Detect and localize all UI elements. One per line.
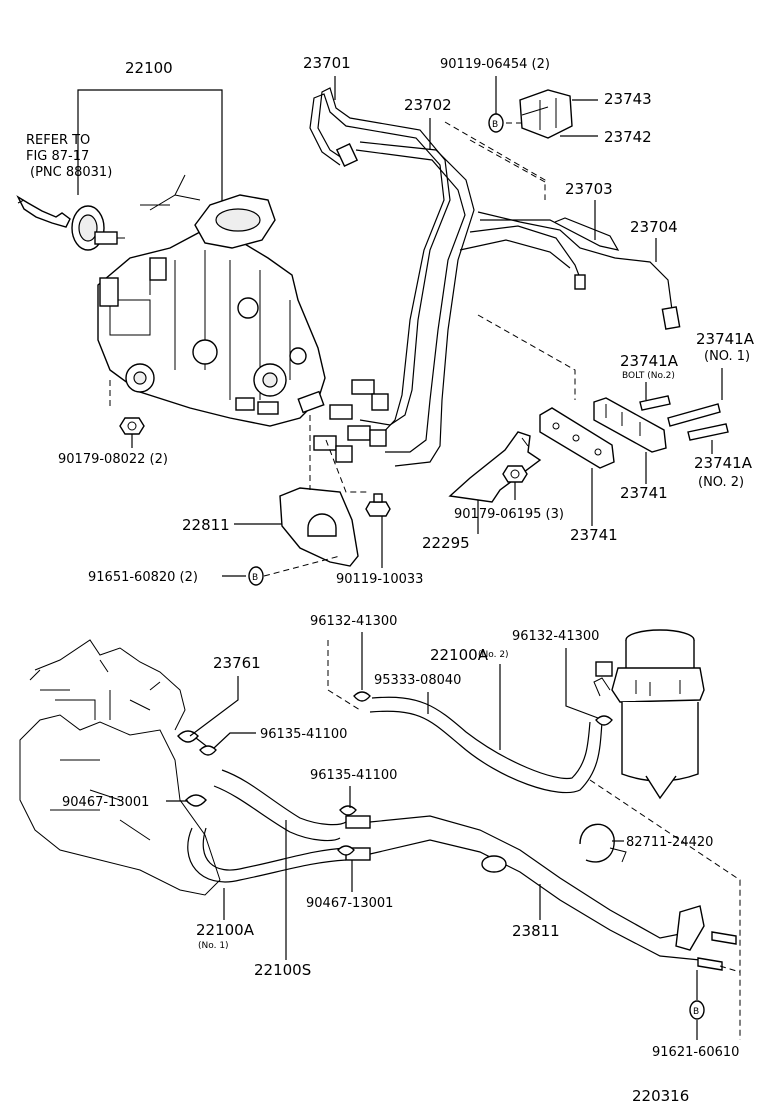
fuel-hoses [187, 696, 603, 883]
dash-right-end [719, 965, 741, 973]
label-23702: 23702 [404, 96, 452, 114]
boost-compensator [16, 195, 125, 251]
label-23761: 23761 [213, 654, 261, 672]
nut-90179-06195 [502, 465, 528, 483]
label-90119-10033: 90119-10033 [336, 572, 423, 587]
bolt-b-marker-1: B [488, 113, 504, 133]
figure-id: 220316 [632, 1087, 689, 1105]
nut-90179-08022 [119, 417, 145, 435]
dash-right-boundary [589, 779, 741, 1040]
b-glyph-2: B [252, 573, 258, 583]
bolt-b-marker-3: B [689, 1000, 705, 1020]
bolt-90119-10033 [365, 493, 391, 517]
bracket-22295 [448, 431, 542, 503]
bolts-23741A [639, 395, 729, 441]
plate-22811 [279, 487, 359, 567]
label-91651-60820: 91651-60820 (2) [88, 570, 198, 585]
label-23743: 23743 [604, 90, 652, 108]
clamp-23743 [519, 89, 573, 139]
label-22811: 22811 [182, 516, 230, 534]
label-23741A-no2-sub: (NO. 2) [698, 475, 744, 490]
engine-outline [19, 639, 221, 896]
injection-pipes [309, 87, 681, 467]
label-22295: 22295 [422, 534, 470, 552]
leader-96132-41300-b [565, 648, 599, 719]
leader-96135-41100-a [213, 732, 256, 749]
label-90119-06454: 90119-06454 (2) [440, 57, 550, 72]
leader-23761 [189, 676, 239, 737]
hose-clamps [177, 691, 613, 856]
fuel-filter [593, 629, 705, 800]
label-22100: 22100 [125, 59, 173, 77]
label-23701: 23701 [303, 54, 351, 72]
clip-82711-24420 [579, 823, 627, 863]
label-95333-08040: 95333-08040 [374, 673, 461, 688]
refer-line-1: REFER TO [26, 133, 90, 148]
refer-line-2: FIG 87-17 [26, 149, 89, 164]
label-23703: 23703 [565, 180, 613, 198]
label-23811: 23811 [512, 922, 560, 940]
label-23741A-bolt: 23741A [620, 352, 679, 370]
b-glyph-3: B [693, 1007, 699, 1017]
label-90179-08022: 90179-08022 (2) [58, 452, 168, 467]
label-bolt-no2: BOLT (No.2) [622, 371, 675, 381]
label-22100A-no1-sub: (No. 1) [198, 941, 229, 951]
bolt-b-marker-2: B [248, 566, 264, 586]
label-23742: 23742 [604, 128, 652, 146]
label-82711-24420: 82711-24420 [626, 835, 713, 850]
label-23741-bottom: 23741 [570, 526, 618, 544]
label-96135-41100-a: 96135-41100 [260, 727, 347, 742]
label-96135-41100-b: 96135-41100 [310, 768, 397, 783]
label-22100A-no2: 22100A [430, 646, 489, 664]
label-91621-60610: 91621-60610 [652, 1045, 739, 1060]
label-90179-06195: 90179-06195 (3) [454, 507, 564, 522]
dash-23741 [477, 314, 576, 400]
label-96132-41300-b: 96132-41300 [512, 629, 599, 644]
label-23741A-no1-sub: (NO. 1) [704, 349, 750, 364]
label-23704: 23704 [630, 218, 678, 236]
injection-pump-22100 [97, 174, 326, 427]
label-23741-right: 23741 [620, 484, 668, 502]
label-90467-13001-b: 90467-13001 [306, 896, 393, 911]
leader-22100 [77, 89, 223, 205]
dash-clamp [444, 121, 546, 200]
b-glyph-1: B [492, 120, 498, 130]
label-23741A-no1: 23741A [696, 330, 755, 348]
label-22100A-no1: 22100A [196, 921, 255, 939]
dash-96132-a [327, 640, 361, 711]
label-90467-13001-a: 90467-13001 [62, 795, 149, 810]
clamp-plate-23741-right [593, 397, 667, 453]
label-96132-41300-a: 96132-41300 [310, 614, 397, 629]
dash-10033 [325, 439, 368, 493]
clamp-plate-23741-left [539, 407, 615, 469]
label-22100A-no2-sub: (No. 2) [478, 650, 509, 660]
label-22100S: 22100S [254, 961, 311, 979]
dash-60820 [263, 555, 341, 577]
refer-line-3: (PNC 88031) [30, 165, 112, 180]
label-23741A-no2: 23741A [694, 454, 753, 472]
